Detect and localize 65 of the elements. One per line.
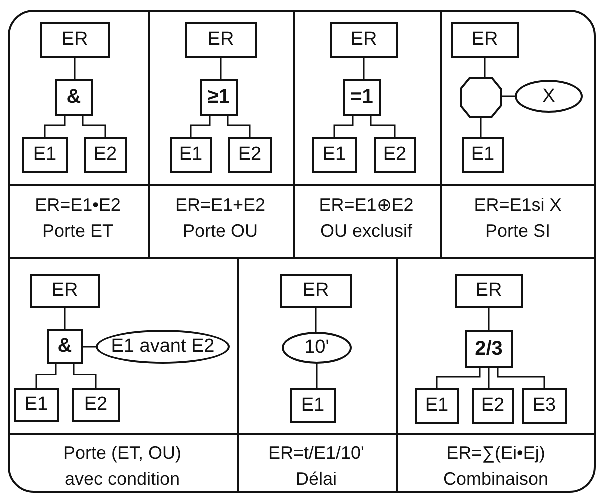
event-box: ER [185,22,257,58]
formula-text: ER=E1+E2 [174,194,267,217]
gate-box: & [55,79,93,116]
formula-text: ER=E1si X [473,194,563,217]
connector-line [73,364,97,388]
event-box: E1 [22,137,68,173]
event-box: E1 [170,137,212,173]
event-box: ER [451,22,519,58]
condition-oval: E1 avant E2 [96,330,230,364]
connector-line [363,58,365,79]
event-box: ER [30,274,100,308]
event-box: E3 [522,388,567,424]
condition-oval: X [515,80,583,113]
connector-line [220,58,222,79]
event-box: E1 [462,137,504,173]
gate-caption: avec condition [64,468,182,491]
event-box: E2 [228,137,272,173]
formula-text: ER=E1•E2 [34,194,122,217]
gate-caption: Combinaison [442,468,550,491]
connector-line [484,58,486,77]
connector-line [370,116,396,137]
gate-caption: Porte OU [182,220,260,243]
gate-box: =1 [343,79,381,116]
connector-line [436,368,481,388]
connector-line [227,116,251,137]
event-box: ER [330,22,398,58]
gate-box: ≥1 [200,79,238,116]
connector-line [315,308,317,332]
gate-caption: OU exclusif [319,220,414,243]
connector-line [74,58,76,79]
connector-line [64,308,66,329]
event-box: E1 [415,388,459,424]
connector-line [83,346,96,348]
event-box: E1 [14,388,59,422]
connector-line [82,116,106,137]
connector-line [497,368,546,388]
event-box: ER [40,22,110,58]
event-box: ER [280,274,352,308]
event-box: E2 [84,137,127,173]
condition-oval: 10' [282,332,352,364]
event-box: E1 [312,137,357,173]
gate-caption: Porte ET [41,220,115,243]
connector-line [488,368,490,388]
connector-line [316,364,318,388]
event-box: ER [455,274,523,308]
formula-text: ER=E1⊕E2 [318,194,415,217]
gate-box: 2/3 [465,330,513,368]
formula-text: ER=∑(Ei•Ej) [446,442,546,465]
connector-line [44,116,66,137]
connector-line [480,118,482,137]
event-box: E1 [290,388,336,423]
gate-caption: Porte SI [484,220,552,243]
event-box: E2 [72,388,120,422]
event-box: E2 [472,388,514,424]
connector-line [488,308,490,330]
gate-box: & [47,329,83,364]
connector-line [190,116,211,137]
gate-caption: Délai [294,468,338,491]
formula-text: Porte (ET, OU) [62,442,183,465]
connector-line [502,96,515,98]
hexagon-gate [460,77,502,118]
connector-line [334,116,354,137]
connector-line [36,364,57,388]
formula-text: ER=t/E1/10' [268,442,366,465]
event-box: E2 [374,137,416,173]
